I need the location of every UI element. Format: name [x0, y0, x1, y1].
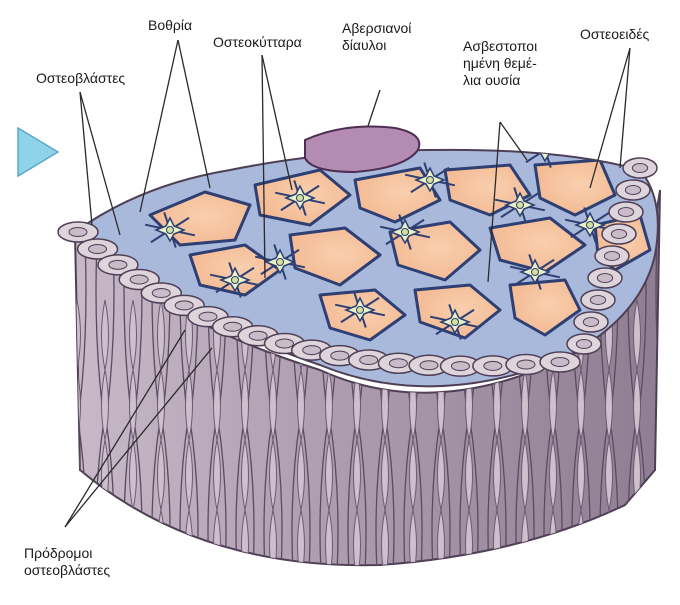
label-haversian-line2: δίαυλοι	[342, 37, 411, 54]
label-osteoid: Οστεοειδές	[580, 26, 649, 43]
label-osteocytes: Οστεοκύτταρα	[213, 34, 302, 51]
label-osteoblasts: Οστεοβλάστες	[36, 70, 125, 87]
label-haversian-canals: Αβερσιανοί δίαυλοι	[342, 20, 411, 54]
label-haversian-line1: Αβερσιανοί	[342, 20, 411, 37]
label-pits: Βοθρία	[148, 17, 192, 34]
osteoblast-cell	[567, 334, 601, 354]
osteoblast-cell	[595, 246, 629, 266]
label-precursors-line1: Πρόδρομοι	[24, 545, 110, 562]
blue-pointer-shape	[18, 128, 58, 176]
osteoblast-cell	[581, 290, 615, 310]
label-calcified-line1: Ασβεστοποι	[463, 38, 537, 55]
osteoblast-cell	[623, 158, 657, 178]
label-calcified-matrix: Ασβεστοποι ημένη θεμέ- λια ουσία	[463, 38, 537, 89]
osteoblast-cell	[574, 312, 608, 332]
osteoblast-cell	[540, 352, 580, 372]
label-calcified-line2: ημένη θεμέ-	[463, 55, 537, 72]
osteoblast-cell	[609, 202, 643, 222]
osteoblast-cell	[602, 224, 636, 244]
osteoblast-cell	[588, 268, 622, 288]
osteoblast-cell	[616, 180, 650, 200]
label-calcified-line3: λια ουσία	[463, 72, 537, 89]
label-precursors-line2: οστεοβλάστες	[24, 562, 110, 579]
label-precursor-osteoblasts: Πρόδρομοι οστεοβλάστες	[24, 545, 110, 579]
